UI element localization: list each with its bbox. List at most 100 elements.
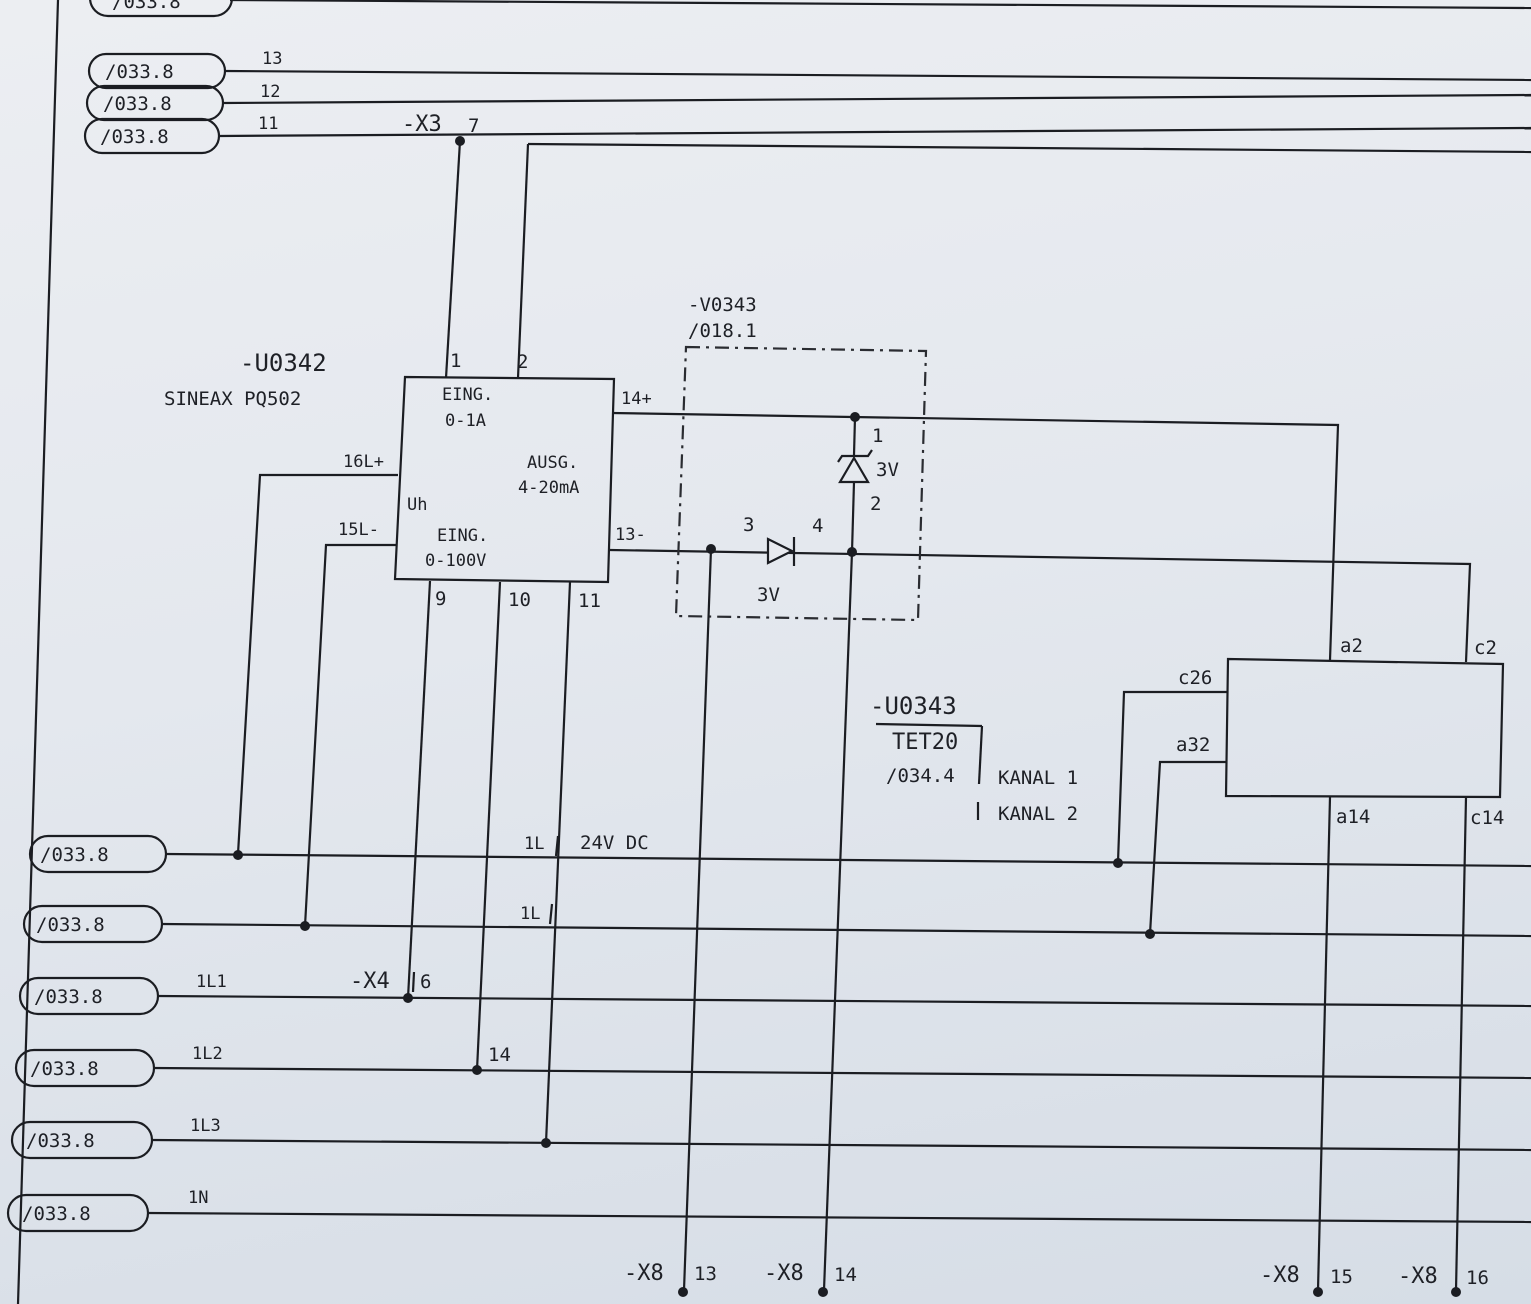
wire-pin10	[475, 581, 502, 1071]
wire-pin2	[516, 143, 530, 379]
terminal-x8-pin: 13	[694, 1263, 717, 1285]
u0343-type: TET20	[892, 730, 958, 755]
u0342-tag: -U0342	[240, 349, 327, 377]
u0343-underline	[875, 722, 983, 728]
offpage-connector-1l1[interactable]: /033.8	[18, 976, 160, 1016]
u0342-block[interactable]	[393, 375, 616, 584]
u0343-ref: /034.4	[886, 765, 955, 787]
terminal-x4-pin: 6	[420, 971, 431, 993]
terminal-x8-pin: 14	[834, 1264, 857, 1286]
u0342-pin-2: 2	[517, 351, 528, 373]
wire-label-1l1: 1L1	[196, 972, 227, 992]
wire-output-plus	[611, 411, 1340, 661]
diode-value: 3V	[757, 584, 780, 606]
wire-x8-14	[822, 551, 854, 1291]
offpage-connector-1l3[interactable]: /033.8	[10, 1120, 154, 1160]
u0342-pin-1: 1	[450, 350, 461, 372]
offpage-ref: /033.8	[26, 1130, 95, 1152]
terminal-x8: -X8	[624, 1261, 664, 1286]
wire-label-1l3: 1L3	[190, 1116, 221, 1136]
wire-supply-plus	[165, 852, 1531, 868]
wire-pin11	[544, 581, 572, 1144]
u0342-pin-16: 16L+	[343, 452, 384, 472]
junction-dot	[1113, 858, 1123, 868]
offpage-ref: /033.8	[103, 93, 172, 115]
u0343-channel-1: KANAL 1	[998, 767, 1078, 789]
offpage-connector-1n[interactable]: /033.8	[6, 1193, 150, 1233]
terminal-x3-pin: 7	[468, 115, 479, 137]
offpage-ref: /033.8	[30, 1058, 99, 1080]
offpage-ref: /033.8	[40, 844, 109, 866]
u0342-pin-9: 9	[435, 588, 446, 610]
v0343-tag: -V0343	[688, 294, 757, 316]
zener-lead	[850, 481, 856, 553]
terminal-dot	[678, 1287, 688, 1297]
wire-label-1l2: 1L2	[192, 1044, 223, 1064]
offpage-ref: /033.8	[100, 126, 169, 148]
wire-label-11: 11	[258, 114, 278, 134]
u0342-pin-11: 11	[578, 590, 601, 612]
u0343-tag: -U0343	[870, 692, 957, 720]
terminal-dot	[472, 1065, 482, 1075]
terminal-x8: -X8	[1260, 1263, 1300, 1288]
u0342-aux-supply: Uh	[407, 495, 427, 515]
junction-dot	[1145, 929, 1155, 939]
diode-pin-4: 4	[812, 515, 823, 537]
wire-11	[218, 126, 1531, 138]
u0343-pin-c14: c14	[1470, 807, 1504, 829]
offpage-connector-supply-minus[interactable]: /033.8	[22, 904, 164, 944]
u0343-pin-a32: a32	[1176, 734, 1210, 756]
wire-supply-minus	[161, 922, 1531, 938]
diode-pin-3: 3	[743, 514, 754, 536]
v0343-ref: /018.1	[688, 320, 757, 342]
wire-1l2	[153, 1066, 1531, 1080]
wire-x8-16	[1454, 796, 1468, 1291]
wire-label-1l: 1L	[524, 834, 544, 854]
wire-1n	[147, 1211, 1531, 1224]
u0343-pin-c26: c26	[1178, 667, 1212, 689]
terminal-dot	[1451, 1287, 1461, 1297]
u0342-pin-13: 13-	[615, 525, 646, 545]
wire-output-minus	[609, 548, 1472, 663]
terminal-x8: -X8	[764, 1261, 804, 1286]
u0343-bracket	[977, 725, 984, 785]
offpage-connector-12[interactable]: /033.8	[85, 84, 225, 122]
u0343-block[interactable]	[1224, 657, 1505, 799]
wire-x8-13	[682, 548, 713, 1291]
u0342-pin-10: 10	[508, 589, 531, 611]
u0342-input1-range: 0-1A	[445, 411, 486, 431]
offpage-ref: /033.8	[112, 0, 181, 13]
wire-1l1	[157, 994, 1531, 1008]
zener-value: 3V	[876, 459, 899, 481]
offpage-ref: /033.8	[22, 1203, 91, 1225]
wire-16l	[236, 473, 398, 855]
wire-x3-to-pin1	[444, 140, 462, 379]
terminal-x3: -X3	[402, 112, 442, 137]
offpage-ref: /033.8	[34, 986, 103, 1008]
u0343-pin-a14: a14	[1336, 806, 1370, 828]
u0342-input2-label: EING.	[437, 526, 488, 546]
terminal-x8-pin: 15	[1330, 1266, 1353, 1288]
u0342-input1-label: EING.	[442, 385, 493, 405]
terminal-x4: -X4	[350, 969, 390, 994]
diode	[766, 537, 796, 566]
frame-border	[16, 0, 60, 1304]
zener-lead	[852, 416, 857, 456]
offpage-connector-supply-plus[interactable]: /033.8	[28, 834, 168, 874]
wire-x8-15	[1316, 796, 1332, 1291]
offpage-connector-1l2[interactable]: /033.8	[14, 1048, 156, 1088]
zener-pin-2: 2	[870, 493, 881, 515]
wire-pin2-right	[527, 142, 1531, 154]
offpage-connector-top-partial[interactable]: /033.8	[89, 0, 233, 18]
offpage-connector-13[interactable]: /033.8	[87, 52, 227, 90]
junction-dot	[300, 921, 310, 931]
terminal-dot	[403, 993, 413, 1003]
terminal-pin-14: 14	[488, 1044, 511, 1066]
junction-dot	[541, 1138, 551, 1148]
offpage-ref: /033.8	[105, 61, 174, 83]
junction-dot	[233, 850, 243, 860]
wire-a32	[1148, 760, 1227, 935]
wire-13	[224, 69, 1531, 82]
offpage-connector-11[interactable]: /033.8	[83, 117, 221, 155]
wire-pin9	[406, 580, 432, 999]
